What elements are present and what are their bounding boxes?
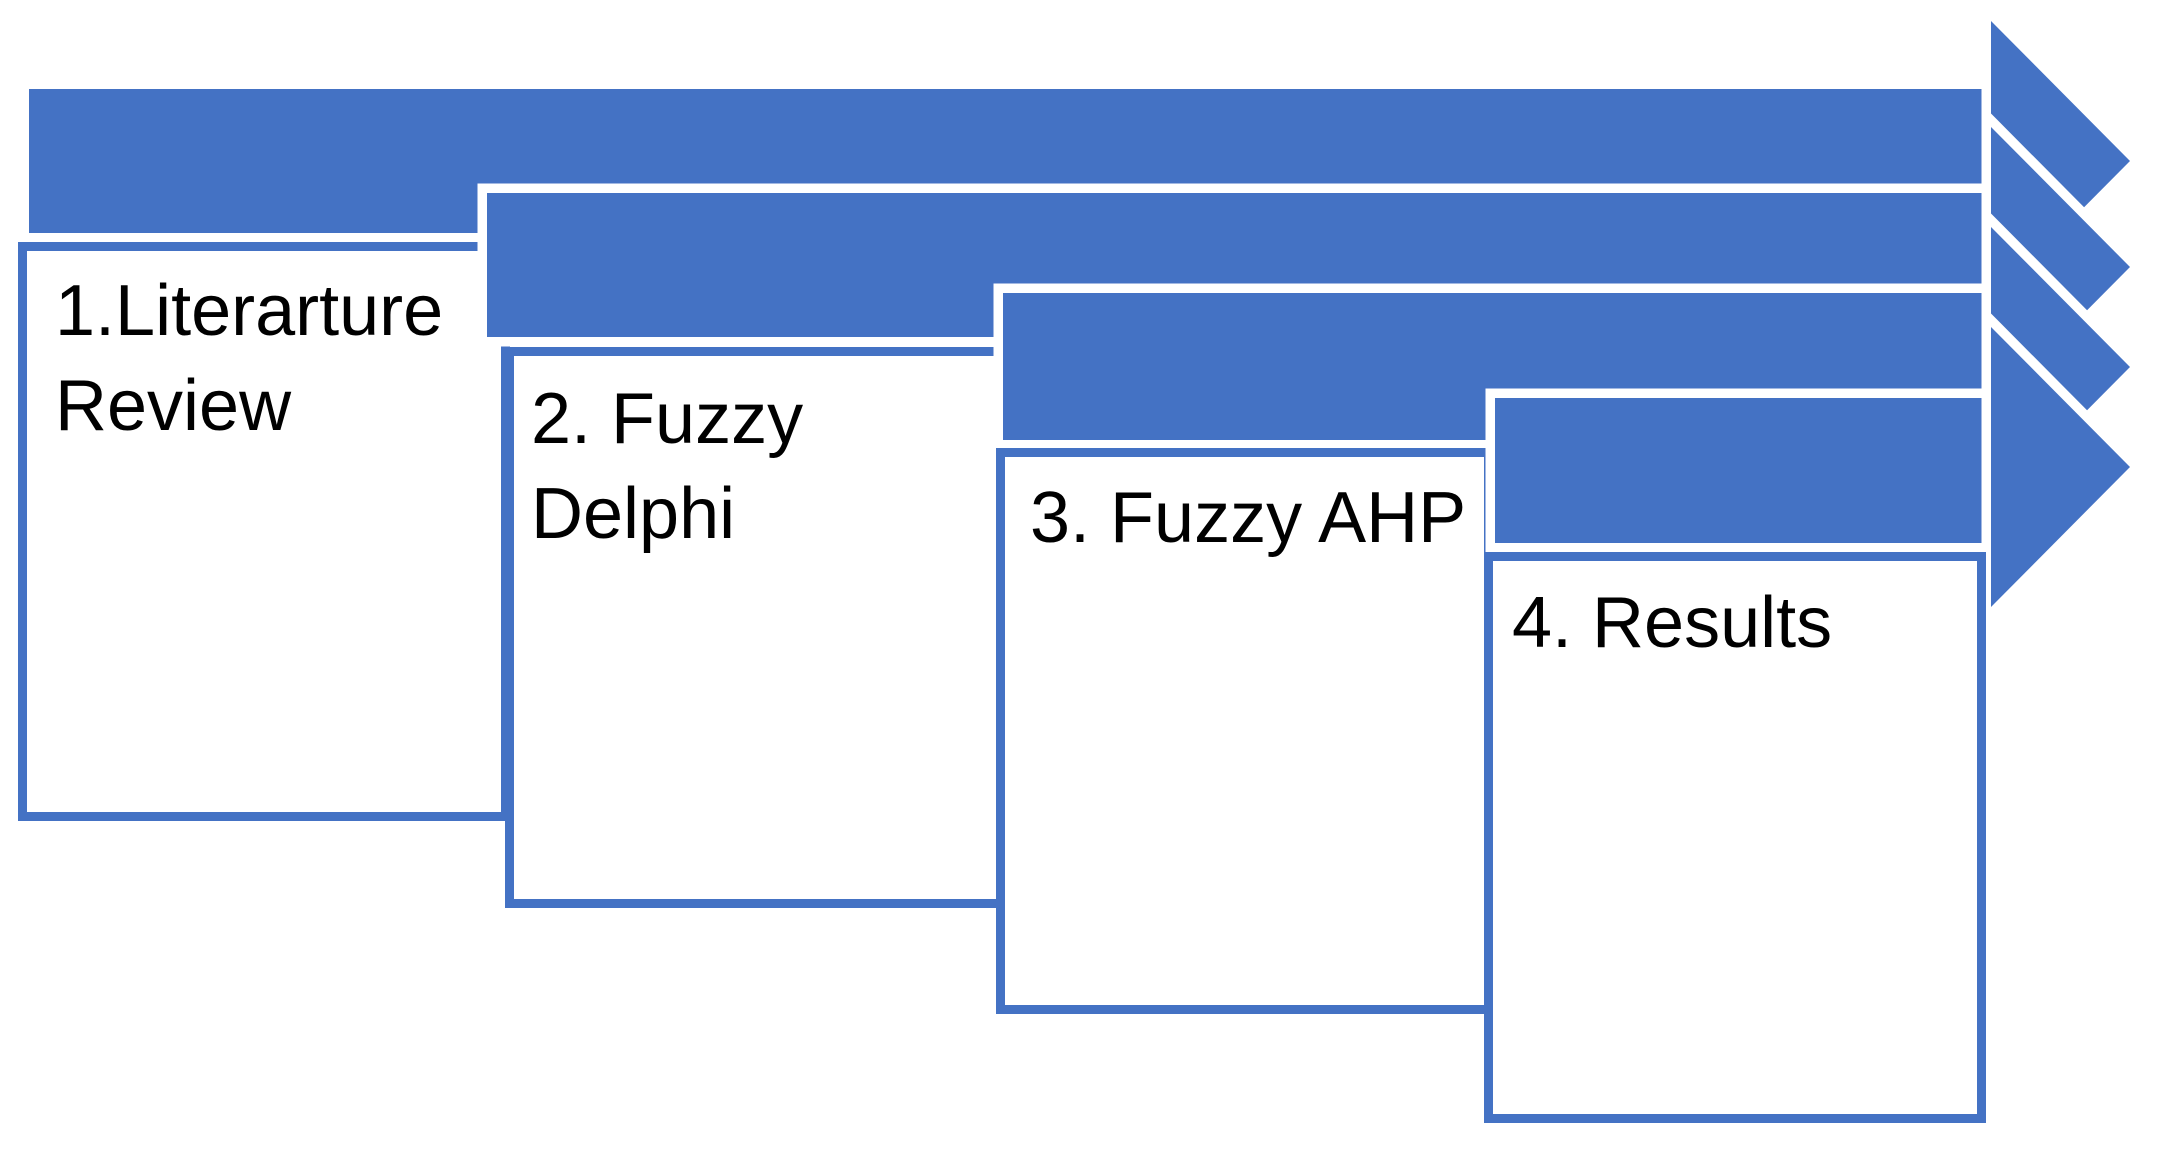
step4-arrow-bar	[1485, 388, 1992, 553]
step1-label: 1.Literarture Review	[55, 271, 444, 446]
step4-label: 4. Results	[1512, 583, 1833, 663]
step4-arrow	[1485, 303, 2144, 631]
step4-arrowhead-icon	[1981, 303, 2144, 631]
step3-box	[996, 448, 1493, 1014]
step3-label: 3. Fuzzy AHP	[1030, 478, 1467, 558]
step2-box	[505, 347, 1005, 908]
step2-label: 2. Fuzzy Delphi	[531, 379, 804, 554]
step1-box	[18, 242, 510, 821]
step4-box	[1484, 552, 1986, 1123]
